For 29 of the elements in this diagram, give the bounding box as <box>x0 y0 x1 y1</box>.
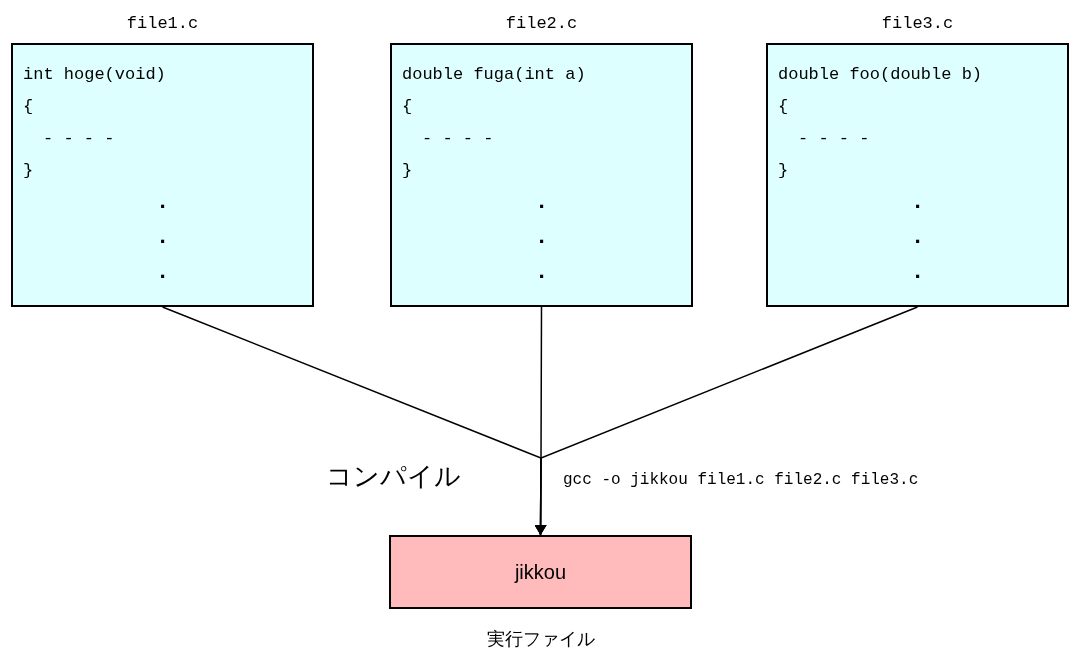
code-line: } <box>23 160 35 182</box>
ellipsis-dot: . <box>155 189 170 217</box>
ellipsis-dot: . <box>534 259 549 287</box>
box-label: jikkou <box>514 560 567 585</box>
code-line: { <box>778 96 790 118</box>
code-line: - - - - <box>42 128 116 150</box>
step-label: コンパイル <box>326 460 461 493</box>
code-line: } <box>402 160 414 182</box>
ellipsis-dot: . <box>910 224 925 252</box>
code-line: double fuga(int a) <box>402 64 586 86</box>
code-line: { <box>23 96 35 118</box>
ellipsis-dot: . <box>910 189 925 217</box>
file-name: file1.c <box>125 13 200 35</box>
ellipsis-dot: . <box>155 259 170 287</box>
code-line: int hoge(void) <box>23 64 166 86</box>
arrow <box>534 306 919 536</box>
code-line: - - - - <box>421 128 495 150</box>
code-line: } <box>778 160 790 182</box>
file-name: file3.c <box>880 13 955 35</box>
ellipsis-dot: . <box>910 259 925 287</box>
command-text: gcc -o jikkou file1.c file2.c file3.c <box>563 470 919 491</box>
ellipsis-dot: . <box>534 189 549 217</box>
node-label: 実行ファイル <box>485 627 596 651</box>
ellipsis-dot: . <box>155 224 170 252</box>
code-line: double foo(double b) <box>778 64 983 86</box>
file-name: file2.c <box>504 13 579 35</box>
code-line: { <box>402 96 414 118</box>
code-line: - - - - <box>797 128 871 150</box>
ellipsis-dot: . <box>534 224 549 252</box>
